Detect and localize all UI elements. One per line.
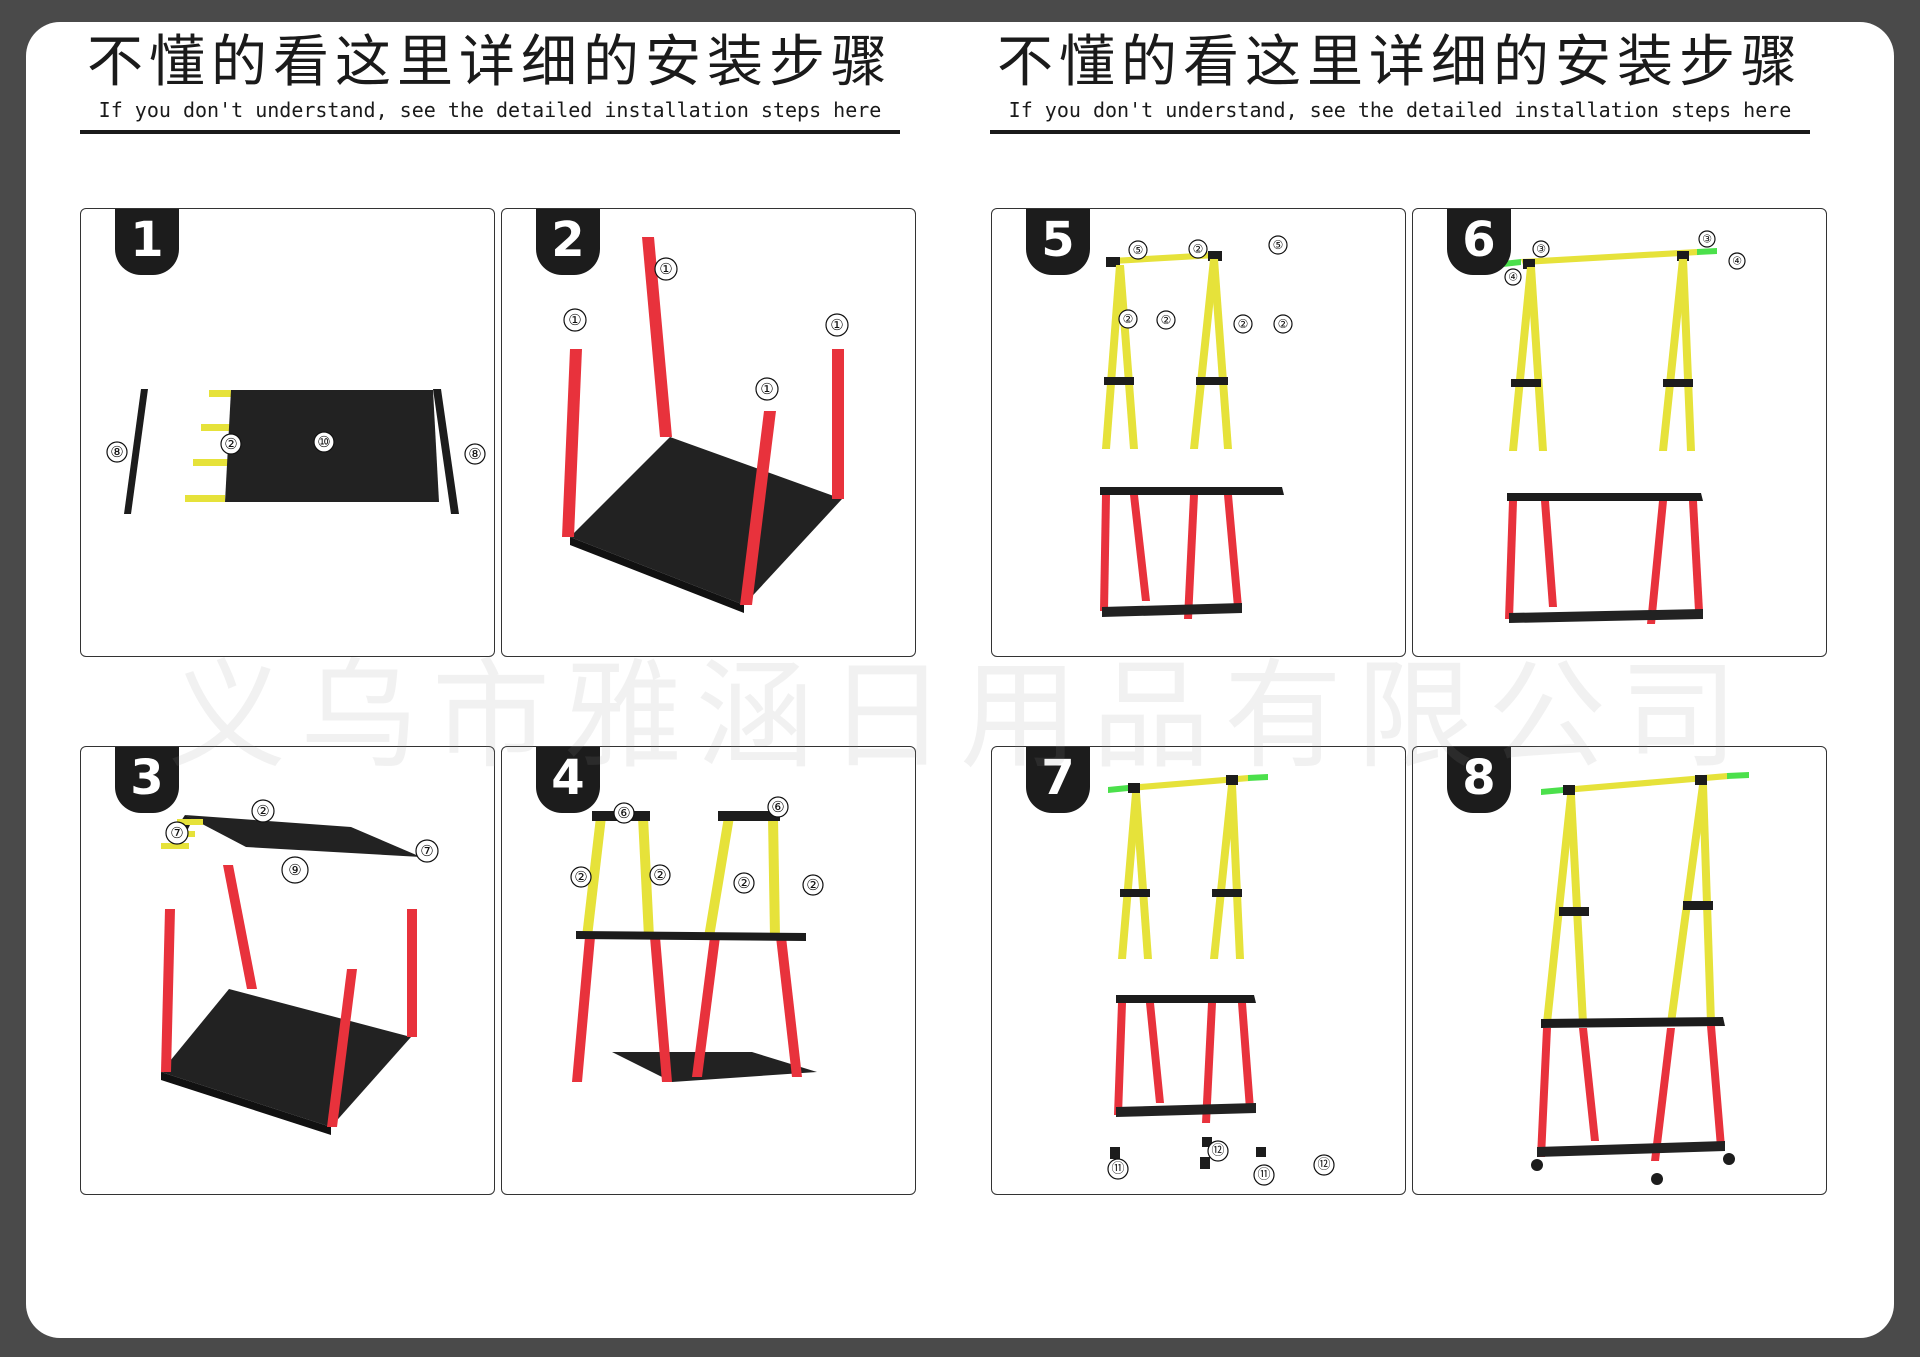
part-label: ① <box>760 380 773 398</box>
step-5-illustration: ⑤ ② ⑤ ② ② ② ② <box>1100 235 1293 619</box>
part-label: ② <box>737 874 750 892</box>
part-label: ⑫ <box>1317 1158 1330 1173</box>
part-label: ① <box>830 316 843 334</box>
part-label: ① <box>568 311 581 329</box>
header-right: 不懂的看这里详细的安装步骤 If you don't understand, s… <box>990 30 1810 134</box>
part-label: ④ <box>1508 271 1518 284</box>
step-panel-3: ② ⑦ ⑨ ⑦ 3 <box>80 746 495 1195</box>
step-number-badge: 8 <box>1447 747 1511 813</box>
header-subtitle-en: If you don't understand, see the detaile… <box>98 98 882 122</box>
step-1-illustration: ⑧ ② ⑩ ⑧ <box>106 389 486 514</box>
step-6-illustration: ③ ④ ③ ④ <box>1503 230 1746 624</box>
step-3-illustration: ② ⑦ ⑨ ⑦ <box>161 799 439 1135</box>
part-label: ⑧ <box>468 445 481 463</box>
step-number-badge: 3 <box>115 747 179 813</box>
part-label: ② <box>653 866 666 884</box>
part-label: ⑦ <box>170 824 183 842</box>
part-label: ⑥ <box>771 798 784 816</box>
step-panel-2: ① ① ① ① 2 <box>501 208 916 657</box>
part-label: ④ <box>1732 255 1742 268</box>
part-label: ⑫ <box>1211 1144 1224 1159</box>
part-label: ⑥ <box>617 804 630 822</box>
header-rule <box>990 130 1810 134</box>
header-title-cn: 不懂的看这里详细的安装步骤 <box>997 30 1803 95</box>
part-label: ② <box>1123 312 1134 326</box>
header-left: 不懂的看这里详细的安装步骤 If you don't understand, s… <box>80 30 900 134</box>
part-label: ② <box>1161 313 1172 327</box>
step-number-badge: 2 <box>536 209 600 275</box>
part-label: ② <box>1193 242 1204 256</box>
step-panel-5: ⑤ ② ⑤ ② ② ② ② 5 <box>991 208 1406 657</box>
part-label: ② <box>1278 317 1289 331</box>
step-panel-7: ⑪ ⑫ ⑪ ⑫ 7 <box>991 746 1406 1195</box>
step-4-illustration: ⑥ ⑥ ② ② ② ② <box>570 796 824 1082</box>
part-label: ⑩ <box>317 433 330 451</box>
step-number-badge: 7 <box>1026 747 1090 813</box>
header-subtitle-en: If you don't understand, see the detaile… <box>1008 98 1792 122</box>
step-8-illustration <box>1531 772 1749 1185</box>
step-number-badge: 6 <box>1447 209 1511 275</box>
part-label: ② <box>224 435 237 453</box>
part-label: ⑤ <box>1273 238 1284 252</box>
header-rule <box>80 130 900 134</box>
part-label: ② <box>256 802 269 820</box>
part-label: ⑨ <box>288 861 301 879</box>
part-label: ⑪ <box>1111 1162 1124 1177</box>
step-number-badge: 1 <box>115 209 179 275</box>
part-label: ③ <box>1536 243 1546 256</box>
step-7-illustration: ⑪ ⑫ ⑪ ⑫ <box>1107 774 1335 1186</box>
header-title-cn: 不懂的看这里详细的安装步骤 <box>87 30 893 95</box>
step-panel-6: ③ ④ ③ ④ 6 <box>1412 208 1827 657</box>
part-label: ⑦ <box>420 842 433 860</box>
step-number-badge: 4 <box>536 747 600 813</box>
step-2-illustration: ① ① ① ① <box>562 237 849 613</box>
step-panel-1: ⑧ ② ⑩ ⑧ 1 <box>80 208 495 657</box>
part-label: ② <box>806 876 819 894</box>
part-label: ② <box>574 868 587 886</box>
part-label: ① <box>659 260 672 278</box>
part-label: ② <box>1238 317 1249 331</box>
part-label: ⑪ <box>1257 1168 1270 1183</box>
part-label: ⑧ <box>110 443 123 461</box>
part-label: ③ <box>1702 233 1712 246</box>
step-panel-8: 8 <box>1412 746 1827 1195</box>
part-label: ⑤ <box>1133 243 1144 257</box>
step-number-badge: 5 <box>1026 209 1090 275</box>
step-panel-4: ⑥ ⑥ ② ② ② ② 4 <box>501 746 916 1195</box>
